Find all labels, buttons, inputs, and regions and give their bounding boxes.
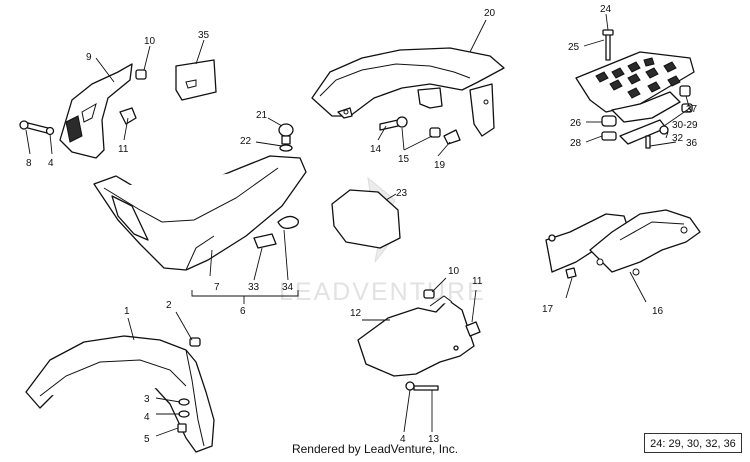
callout-4-fender: 4 [144, 412, 150, 423]
part-ring-34 [277, 215, 299, 230]
part-side-bracket [19, 63, 147, 159]
callout-4-panel: 4 [400, 434, 406, 445]
callout-17: 17 [542, 304, 554, 315]
callout-16: 16 [652, 306, 664, 317]
callout-10-panel: 10 [448, 266, 460, 277]
part-seat [93, 155, 307, 271]
callout-4: 4 [48, 158, 54, 169]
callout-labels: 9 10 11 8 4 35 20 14 15 19 21 22 23 24 2… [26, 4, 698, 445]
part-fuel-cap [278, 123, 294, 152]
part-fender-hardware [379, 116, 461, 145]
callout-36: 36 [686, 138, 698, 149]
callout-9: 9 [86, 52, 92, 63]
callout-26: 26 [570, 118, 582, 129]
callout-32: 32 [672, 133, 684, 144]
callout-3: 3 [144, 394, 150, 405]
callout-28: 28 [570, 138, 582, 149]
part-cover-23 [331, 189, 401, 249]
callout-19: 19 [434, 160, 446, 171]
callout-24: 24 [600, 4, 612, 15]
part-clip-33 [253, 233, 277, 249]
part-rear-rack [575, 29, 695, 149]
leader-lines [25, 13, 691, 437]
callout-6: 6 [240, 306, 246, 317]
callout-23: 23 [396, 188, 408, 199]
callout-7: 7 [214, 282, 220, 293]
legend-box: 24: 29, 30, 32, 36 [644, 433, 742, 453]
part-subframe [545, 209, 701, 279]
callout-25: 25 [568, 42, 580, 53]
part-front-fender [25, 335, 215, 453]
footer-credit: Rendered by LeadVenture, Inc. [291, 442, 459, 456]
part-rear-fender [311, 47, 505, 137]
callout-5: 5 [144, 434, 150, 445]
callout-13: 13 [428, 434, 440, 445]
callout-12: 12 [350, 308, 362, 319]
callout-14: 14 [370, 144, 382, 155]
callout-8: 8 [26, 158, 32, 169]
watermark-text: LEADVENTURE [279, 278, 486, 306]
callout-37: 37 [686, 104, 698, 115]
part-side-panel [357, 289, 481, 391]
callout-34: 34 [282, 282, 294, 293]
callout-35: 35 [198, 30, 210, 41]
callout-2: 2 [166, 300, 172, 311]
callout-20: 20 [484, 8, 496, 19]
callout-33: 33 [248, 282, 260, 293]
callout-21: 21 [256, 110, 268, 121]
callout-30-29: 30-29 [672, 120, 698, 131]
callout-1: 1 [124, 306, 130, 317]
callout-11-panel: 11 [472, 276, 483, 287]
callout-11: 11 [118, 144, 129, 155]
callout-15: 15 [398, 154, 410, 165]
callout-10: 10 [144, 36, 156, 47]
callout-22: 22 [240, 136, 252, 147]
